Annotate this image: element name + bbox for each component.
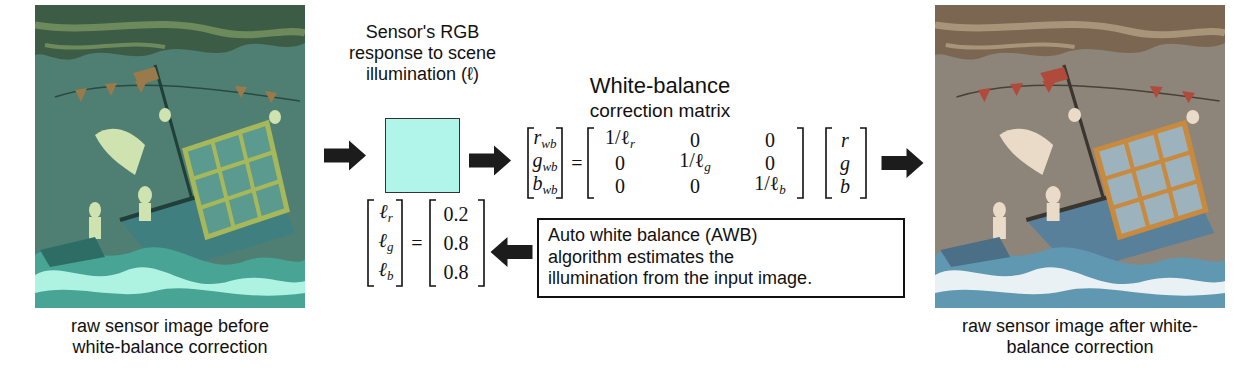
math-symbol: 0 [765,129,775,151]
matrix-entry: 0 [690,175,700,197]
math-symbol: 0.8 [444,232,469,254]
math-subscript: wb [542,159,557,174]
math-subscript: wb [542,182,557,197]
math-symbol: b [840,175,850,197]
matrix-entry: 0.8 [444,261,469,283]
matrix-entry: 0 [690,129,700,151]
matrix-entry: 1/ℓg [679,149,711,178]
math-symbol: 1/ℓ [754,172,779,194]
math-symbol: 0 [690,129,700,151]
matrix-entry: 0 [765,152,775,174]
math-symbol: = [571,152,582,174]
block-arrow [469,146,511,176]
math-symbol: g [532,149,542,171]
matrix-entry: r [841,129,849,151]
correction-equation: White-balancecorrection matrixrwbgwbbwb=… [520,128,870,198]
block-arrow [491,237,533,267]
image-caption: raw sensor image after white-balance cor… [955,316,1205,358]
math-symbol: r [841,129,849,151]
math-subscript: g [704,159,711,174]
matrix-entry: 0 [765,129,775,151]
photo-frame: raw sensor image after white-balance cor… [935,5,1225,308]
math-subscript: b [387,268,394,283]
raw-photo [35,5,305,308]
math-subscript: g [387,239,394,254]
block-arrow [324,141,366,171]
math-symbol: 0.8 [444,261,469,283]
matrix-entry: ℓg [379,229,394,258]
photo-frame: raw sensor image before white-balance co… [35,5,305,308]
matrix-entry: bwb [532,172,557,201]
corrected-photo [935,5,1225,308]
matrix-entry: = [411,232,422,254]
matrix-entry: 0.8 [444,232,469,254]
matrix-entry: 0.2 [444,203,469,225]
math-subscript: r [630,136,635,151]
math-symbol: 0 [615,152,625,174]
math-symbol: 0 [765,152,775,174]
equation-heading: White-balancecorrection matrix [590,73,731,122]
matrix-entry: b [840,175,850,197]
math-symbol: = [411,232,422,254]
math-subscript: r [388,210,393,225]
math-symbol: r [534,126,542,148]
box-text: Auto white balance (AWB) algorithm estim… [548,225,824,290]
matrix-entry: = [571,152,582,174]
math-symbol: ℓ [379,258,387,280]
matrix-entry: g [840,152,850,174]
subheading-text: correction matrix [590,99,731,122]
math-subscript: b [779,182,786,197]
matrix-entry: ℓb [379,258,394,287]
illumination-swatch: Sensor's RGB response to scene illuminat… [385,118,460,193]
illumination-vector: ℓrℓgℓb=0.20.80.8 [366,200,486,286]
math-subscript: wb [541,136,556,151]
math-symbol: 0.2 [444,203,469,225]
math-symbol: ℓ [379,200,387,222]
math-symbol: ℓ [379,229,387,251]
matrix-entry: ℓr [379,200,392,229]
matrix-entry: 0 [615,152,625,174]
image-caption: raw sensor image before white-balance co… [45,316,295,358]
swatch-heading: Sensor's RGB response to scene illuminat… [340,22,505,85]
heading-text: White-balance [590,73,731,99]
math-symbol: 1/ℓ [679,149,704,171]
math-symbol: 0 [615,175,625,197]
math-symbol: b [532,172,542,194]
block-arrow [882,148,924,178]
math-symbol: 1/ℓ [605,126,630,148]
math-symbol: g [840,152,850,174]
matrix-entry: 1/ℓb [754,172,786,201]
math-symbol: 0 [690,175,700,197]
matrix-entry: 1/ℓr [605,126,635,155]
matrix-entry: 0 [615,175,625,197]
awb-box: Auto white balance (AWB) algorithm estim… [537,218,905,298]
